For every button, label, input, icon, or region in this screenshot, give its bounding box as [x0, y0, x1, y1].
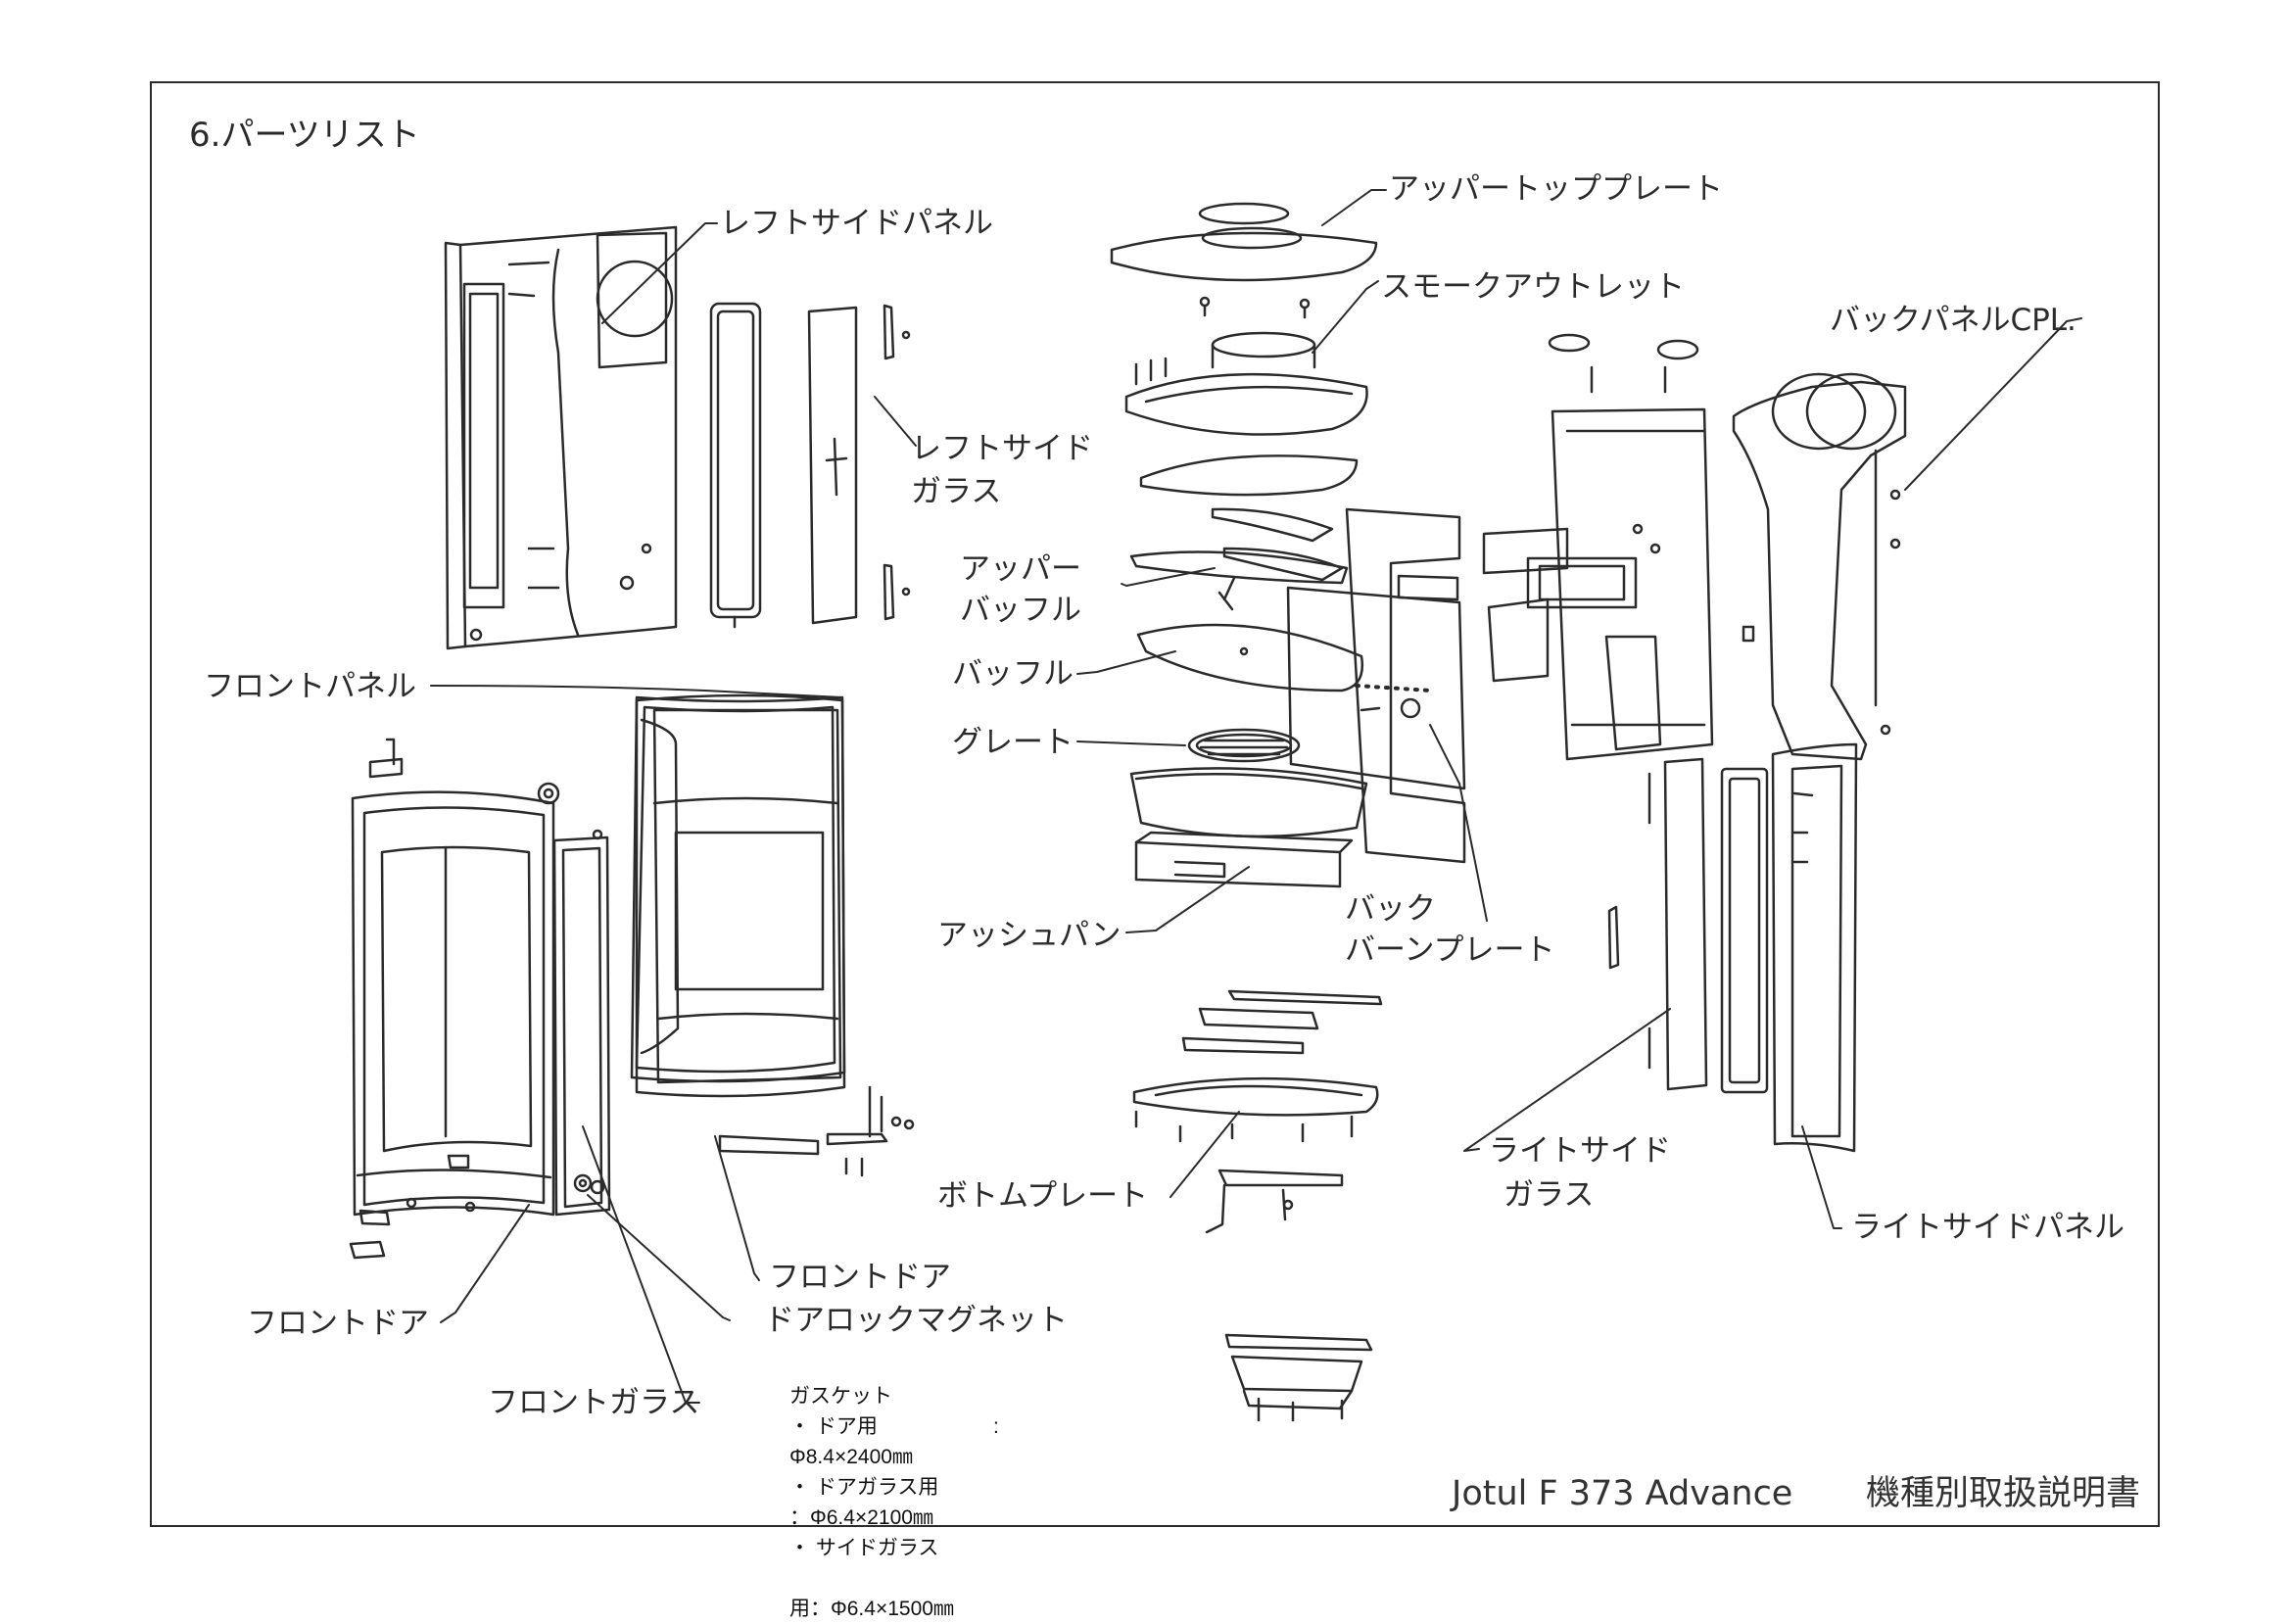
- label-grate: グレート: [952, 725, 1074, 760]
- upper-baffle-part: [1129, 454, 1359, 611]
- label-right-side-glass-line2: ガラス: [1503, 1177, 1595, 1213]
- label-right-side-glass-line1: ライトサイド: [1489, 1133, 1671, 1169]
- upper-top-plate-part: [1110, 202, 1378, 319]
- gasket-door-colon: :: [993, 1415, 999, 1438]
- label-front-panel: フロントパネル: [204, 669, 416, 704]
- gasket-spec: ガスケット ・ ドア用 : Φ8.4×2400㎜ ・ ドアガラス用 ：Φ6.4×…: [789, 1381, 1044, 1624]
- back-burn-plate-part: [1286, 507, 1466, 864]
- page-frame: [150, 81, 2160, 1527]
- label-left-side-panel: レフトサイドパネル: [720, 206, 993, 241]
- grate-part: [1187, 728, 1301, 763]
- label-upper-baffle-line2: バッフル: [960, 593, 1081, 628]
- label-upper-baffle-line1: アッパー: [960, 551, 1081, 587]
- ash-pan-part: [1134, 831, 1354, 888]
- gasket-door-spec: Φ8.4×2400㎜: [789, 1446, 913, 1468]
- label-upper-top-plate: アッパートッププレート: [1389, 171, 1723, 207]
- front-glass-part: [552, 836, 611, 1217]
- back-panel-cpl-part: [1732, 372, 1907, 761]
- baffle-part: [1136, 623, 1364, 693]
- label-front-door-inner: フロントドア: [769, 1260, 951, 1295]
- gasket-door-glass-label: ・ ドアガラス用: [789, 1476, 939, 1499]
- gasket-door-glass-spec: ：Φ6.4×2100㎜: [789, 1506, 933, 1529]
- gasket-side-glass-label: ・ サイドガラス: [789, 1537, 939, 1559]
- label-smoke-outlet: スモークアウトレット: [1381, 269, 1685, 305]
- back-panel-frame-part: [1482, 333, 1714, 761]
- front-panel-part: [537, 695, 846, 1083]
- gasket-door-label: ・ ドア用: [789, 1415, 878, 1438]
- label-back-burn-plate-line2: バーンプレート: [1345, 932, 1555, 968]
- label-bottom-plate: ボトムプレート: [937, 1178, 1149, 1214]
- door-handle-part: [718, 1085, 915, 1177]
- front-door-part: [351, 790, 555, 1217]
- label-ash-pan: アッシュパン: [937, 918, 1122, 953]
- door-lock-magnet-part: [349, 738, 605, 1260]
- gasket-door-row: ・ ドア用 :: [789, 1411, 1044, 1442]
- firebox-bowl-part: [1129, 767, 1368, 838]
- smoke-outlet-part: [1124, 331, 1368, 436]
- label-front-door-outer: フロントドア: [247, 1306, 429, 1341]
- gasket-heading: ガスケット: [789, 1385, 892, 1408]
- right-side-glass-part: [1607, 757, 1769, 1094]
- label-right-side-panel: ライトサイドパネル: [1851, 1210, 2124, 1245]
- ash-tray-part: [1224, 1333, 1373, 1422]
- left-side-panel-part: [444, 225, 678, 650]
- gasket-side-glass-spec: 用：Φ6.4×1500㎜: [789, 1598, 954, 1620]
- label-front-glass: フロントガラス: [488, 1385, 700, 1420]
- right-side-panel-part: [1771, 742, 1858, 1153]
- label-back-burn-plate-line1: バック: [1345, 891, 1436, 927]
- gasket-spacer: [789, 1563, 1044, 1594]
- footer-model: Jotul F 373 Advance: [1452, 1474, 1793, 1513]
- leader-lines: [430, 189, 2082, 1404]
- footer-doc: 機種別取扱説明書: [1866, 1474, 2141, 1513]
- left-side-glass-plate-part: [807, 304, 911, 625]
- label-door-lock-magnet: ドアロックマグネット: [764, 1303, 1068, 1338]
- front-door-frame-part: [635, 693, 846, 1098]
- label-back-panel-cpl: バックパネルCPL.: [1830, 303, 2076, 338]
- label-baffle: バッフル: [952, 656, 1074, 692]
- bottom-plate-part: [1132, 989, 1383, 1234]
- page-title: 6.パーツリスト: [189, 116, 420, 155]
- left-side-glass-part: [709, 302, 762, 629]
- label-left-side-glass-line1: レフトサイド: [911, 431, 1093, 466]
- label-left-side-glass-line2: ガラス: [911, 474, 1002, 509]
